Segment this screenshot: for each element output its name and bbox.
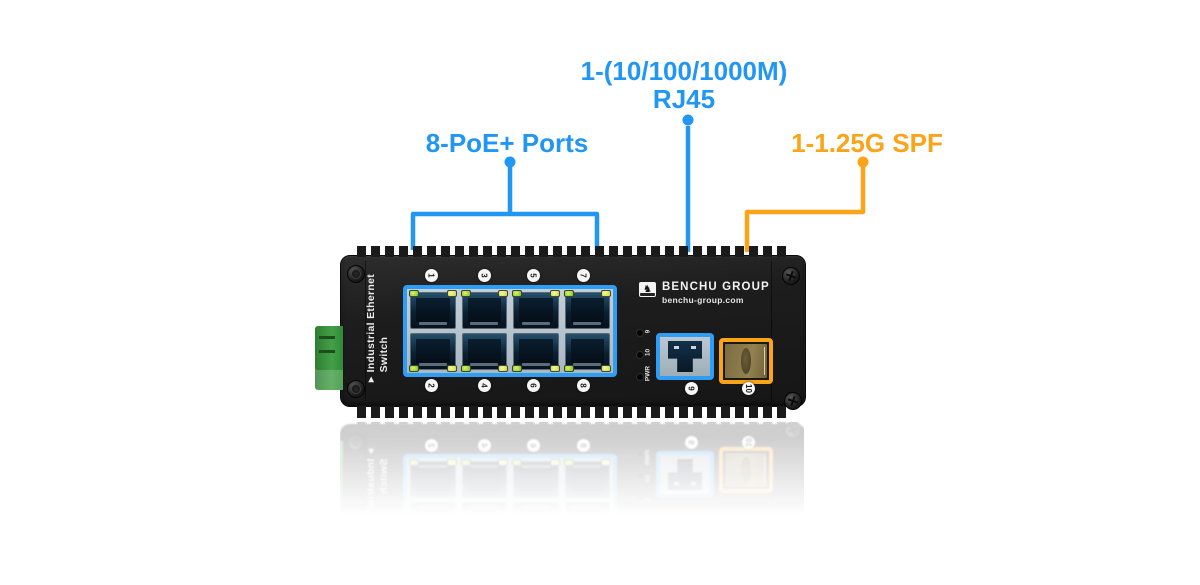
poe-callout-dot — [504, 156, 516, 168]
port-number-badge: 10 — [742, 382, 755, 395]
panel-seam-right — [771, 261, 772, 401]
screw-icon — [784, 392, 802, 410]
uplink-port-label: 1-(10/100/1000M) RJ45 — [581, 57, 788, 113]
rj45-port — [460, 290, 508, 329]
act-led-icon — [498, 290, 508, 297]
brand-website: benchu-group.com — [662, 295, 744, 305]
screw-icon — [347, 265, 365, 283]
power-terminal-connector — [315, 326, 343, 390]
port-number-badge: 3 — [478, 269, 491, 282]
side-label-line1: Industrial Ethernet — [365, 273, 377, 373]
rj45-port — [563, 290, 611, 329]
link-led-icon — [409, 365, 419, 372]
act-led-icon — [549, 365, 560, 372]
product-scene: 1-(10/100/1000M) RJ45 8-PoE+ Ports 1-1.2… — [0, 0, 1200, 500]
triangle-icon: ▶ — [368, 376, 375, 383]
status-led-9 — [636, 329, 644, 337]
rj45-port — [460, 333, 508, 372]
poe-ports-label: 8-PoE+ Ports — [425, 128, 589, 158]
port-number-badge: 5 — [527, 269, 540, 282]
act-led-icon — [498, 365, 508, 372]
poe-callout-bracket — [410, 211, 600, 250]
ethernet-switch-device: ▶ Industrial Ethernet Switch 1 3 5 7 2 4… — [315, 246, 806, 418]
uplink-rj45-port — [656, 333, 714, 380]
act-led-icon — [601, 365, 611, 372]
rj45-socket — [668, 341, 702, 372]
sfp-callout-dot — [857, 156, 869, 168]
panel-seam-left — [365, 261, 366, 401]
heatsink-fins-bottom — [357, 406, 789, 418]
port-number-badge: 6 — [527, 379, 540, 392]
status-led-label: 9 — [644, 329, 652, 334]
screw-icon — [782, 267, 800, 285]
sfp-port — [719, 338, 773, 384]
brand-name: BENCHU GROUP — [662, 281, 770, 293]
screw-icon — [347, 380, 365, 398]
link-led-icon — [512, 365, 522, 372]
link-led-icon — [563, 365, 574, 372]
uplink-callout-dot — [682, 114, 694, 126]
uplink-port-label-line1: 1-(10/100/1000M) — [580, 56, 788, 86]
rj45-port — [409, 333, 457, 372]
rj45-port — [409, 290, 457, 329]
rj45-port — [512, 333, 560, 372]
act-led-icon — [446, 365, 457, 372]
sfp-port-label: 1-1.25G SPF — [791, 128, 943, 158]
side-label-line2: Switch — [378, 336, 390, 373]
link-led-icon — [460, 365, 471, 372]
heatsink-fins-top — [357, 246, 789, 257]
sfp-dust-flap — [725, 344, 767, 378]
sfp-callout-line — [744, 167, 866, 252]
port-number-badge: 4 — [478, 379, 491, 392]
rj45-port — [512, 290, 560, 329]
link-led-icon — [460, 290, 471, 297]
link-led-icon — [409, 290, 419, 297]
uplink-port-label-line2: RJ45 — [652, 84, 716, 114]
act-led-icon — [549, 290, 560, 297]
link-led-icon — [512, 290, 522, 297]
rj45-port — [563, 333, 611, 372]
status-led-label: 10 — [644, 348, 652, 357]
device-reflection: ▶ Industrial Ethernet Switch 1 3 5 7 2 4… — [315, 413, 806, 585]
port-number-badge: 9 — [685, 382, 698, 395]
status-led-10 — [636, 351, 644, 359]
act-led-icon — [601, 290, 611, 297]
port-number-badge: 1 — [425, 269, 438, 282]
link-led-icon — [563, 290, 574, 297]
port-number-badge: 8 — [577, 379, 590, 392]
status-led-pwr — [636, 373, 644, 381]
poe-port-block — [403, 285, 617, 377]
act-led-icon — [446, 290, 457, 297]
port-number-badge: 7 — [577, 269, 590, 282]
port-number-badge: 2 — [425, 379, 438, 392]
status-led-label: PWR — [644, 365, 652, 382]
brand-logo-icon: ♞ — [639, 282, 656, 297]
side-label: ▶ Industrial Ethernet Switch — [365, 268, 395, 388]
